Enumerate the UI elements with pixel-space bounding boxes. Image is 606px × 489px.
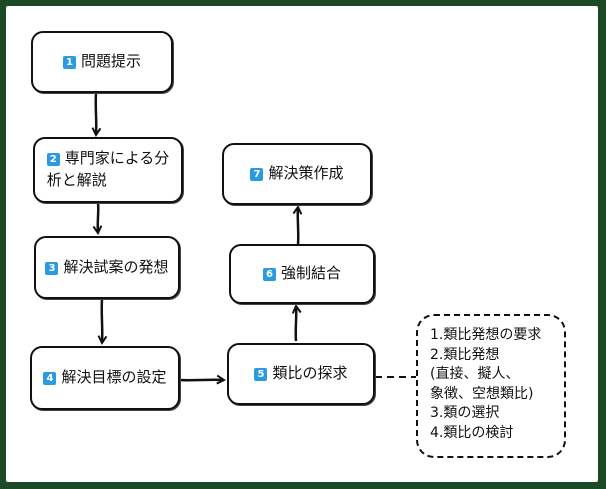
note-line: (直接、擬人、 [430,366,520,382]
arrow-2-to-3 [98,202,99,233]
step-1-box: 1 問題提示 [31,31,173,93]
arrow-3-to-4 [102,298,103,343]
note-line: 3.類の選択 [430,405,500,421]
step-label: 強制結合 [280,264,341,283]
step-number-badge: 7 [250,168,264,182]
step-label: 解決目標の設定 [61,368,167,387]
step-label: 類比の探求 [272,364,348,383]
arrow-1-to-2 [96,92,97,135]
step-number-badge: 4 [43,372,57,386]
note-line: 2.類比発想 [430,346,500,363]
step-5-box: 5 類比の探求 [227,343,375,405]
step-number-badge: 2 [46,153,60,167]
step-4-box: 4 解決目標の設定 [30,346,180,410]
step-number-badge: 3 [45,261,59,275]
step-number-badge: 6 [262,268,276,282]
arrow-6-to-7 [298,207,299,245]
step-7-box: 7 解決策作成 [222,143,372,205]
step-label: 解決策作成 [268,164,344,183]
step-number-badge: 1 [62,56,76,70]
step-label-line2: 析と解説 [46,171,107,189]
step-label: 問題提示 [80,52,141,71]
step-6-box: 6 強制結合 [229,244,375,304]
analogy-steps-note: 1.類比発想の要求 2.類比発想 (直接、擬人、 象徴、空想類比) 3.類の選択… [416,314,566,458]
arrow-5-to-6 [296,306,297,342]
step-label: 専門家による分 [64,149,170,168]
note-line: 1.類比発想の要求 [430,327,542,343]
note-line: 4.類比の検討 [430,424,514,441]
step-label: 解決試案の発想 [63,257,169,276]
step-number-badge: 5 [254,368,268,382]
note-line: 象徴、空想類比) [430,385,534,402]
arrow-4-to-5 [179,380,224,381]
step-3-box: 3 解決試案の発想 [34,236,180,299]
step-2-box: 2 専門家による分 析と解説 [33,137,183,203]
